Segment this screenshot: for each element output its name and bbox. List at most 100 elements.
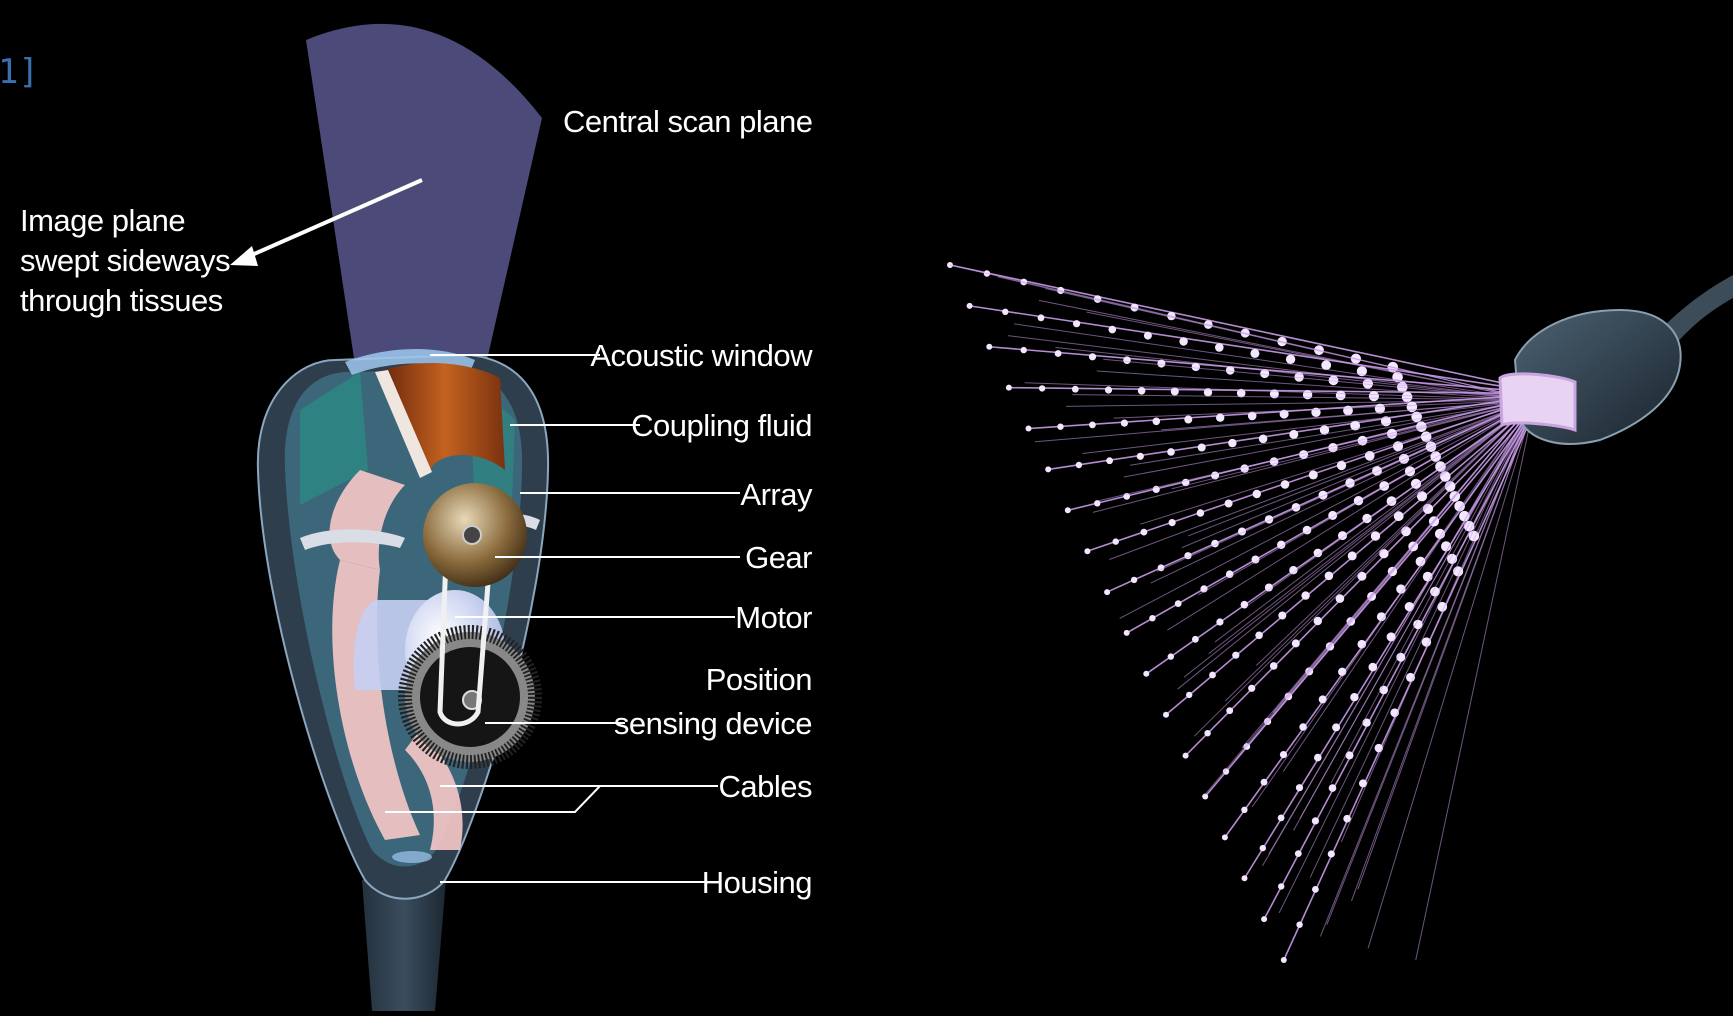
focal-point <box>1138 387 1146 395</box>
label-motor: Motor <box>735 598 812 638</box>
focal-point <box>1039 385 1045 391</box>
focal-point <box>1270 662 1278 670</box>
focal-point <box>1314 617 1322 625</box>
focal-point <box>1144 332 1152 340</box>
focal-point <box>1226 707 1233 714</box>
focal-point <box>1281 480 1290 489</box>
focal-point <box>1065 507 1071 513</box>
focal-point <box>1253 490 1261 498</box>
focal-point <box>1417 491 1427 501</box>
label-gear: Gear <box>745 538 812 578</box>
focal-point <box>1375 744 1383 752</box>
focal-point <box>1149 615 1155 621</box>
label-cables: Cables <box>719 767 813 807</box>
focal-point <box>1312 817 1319 824</box>
focal-point <box>1357 572 1366 581</box>
focal-point <box>1072 386 1079 393</box>
focal-point <box>1131 577 1137 583</box>
focal-point <box>1057 424 1063 430</box>
focal-point <box>1137 453 1144 460</box>
label-housing: Housing <box>702 863 812 903</box>
focal-point <box>1184 416 1192 424</box>
focal-point <box>1343 406 1353 416</box>
focal-point <box>1261 779 1268 786</box>
focal-point <box>1289 430 1298 439</box>
focal-point <box>1143 671 1149 677</box>
label-image-plane-3: through tissues <box>20 281 223 321</box>
focal-point <box>1280 751 1287 758</box>
focal-point <box>1192 636 1199 643</box>
focal-point <box>1209 672 1216 679</box>
focal-point <box>1168 653 1174 659</box>
focal-point <box>1255 632 1263 640</box>
focal-point <box>1183 753 1189 759</box>
focal-point <box>1350 693 1358 701</box>
focal-point <box>1225 500 1233 508</box>
focal-point <box>1163 712 1169 718</box>
focal-point <box>1325 572 1334 581</box>
focal-point <box>1222 834 1228 840</box>
beam-line <box>1279 400 1535 913</box>
matrix-beam-fan <box>947 262 1535 963</box>
focal-point <box>1301 591 1309 599</box>
focal-point <box>1296 922 1302 928</box>
focal-point <box>1109 326 1117 334</box>
focal-point <box>1260 845 1266 851</box>
focal-point <box>1167 448 1175 456</box>
beam-line <box>1045 289 1535 400</box>
focal-point <box>1314 754 1322 762</box>
focal-point <box>1228 439 1236 447</box>
focal-point <box>1343 815 1351 823</box>
focal-point <box>1124 630 1130 636</box>
beam-line <box>1130 400 1535 465</box>
focal-point <box>1259 435 1268 444</box>
focal-point <box>1278 612 1286 620</box>
corner-fragment: 1] <box>0 52 39 92</box>
focal-point <box>1089 353 1096 360</box>
focal-point <box>1073 320 1080 327</box>
focal-point <box>1216 618 1223 625</box>
focal-point <box>1104 589 1110 595</box>
label-acoustic-window: Acoustic window <box>590 336 812 376</box>
beam-line <box>1262 400 1535 866</box>
label-central-scan-plane: Central scan plane <box>563 102 813 142</box>
focal-point <box>1094 500 1100 506</box>
focal-point <box>1309 470 1318 479</box>
focal-point <box>1338 668 1346 676</box>
focal-point <box>1106 457 1113 464</box>
focal-point <box>1250 349 1259 358</box>
focal-point <box>1281 957 1287 963</box>
focal-point <box>1123 356 1131 364</box>
focal-point <box>1045 466 1051 472</box>
matrix-array-probe-icon <box>1500 275 1733 444</box>
focal-point <box>1006 385 1012 391</box>
focal-point <box>1261 916 1267 922</box>
focal-point <box>1105 386 1112 393</box>
focal-point <box>1371 531 1380 540</box>
focal-point <box>986 344 992 350</box>
focal-point <box>967 303 973 309</box>
focal-point <box>1153 418 1161 426</box>
focal-point <box>1021 347 1027 353</box>
focal-point <box>1121 420 1128 427</box>
focal-point <box>1192 363 1200 371</box>
beam-line <box>970 306 1535 391</box>
focal-point <box>1329 784 1337 792</box>
central-scan-plane <box>306 24 542 365</box>
label-position-1: Position <box>706 660 812 700</box>
focal-point <box>1242 875 1248 881</box>
focal-point <box>1179 337 1187 345</box>
focal-point <box>1286 355 1295 364</box>
focal-point <box>1215 343 1224 352</box>
focal-point <box>1241 601 1249 609</box>
focal-point <box>1197 509 1205 517</box>
focal-point <box>1204 730 1210 736</box>
focal-point <box>1336 391 1346 401</box>
label-position-2: sensing device <box>614 704 812 744</box>
focal-point <box>1169 519 1176 526</box>
focal-point <box>1278 883 1284 889</box>
focal-point <box>1038 314 1045 321</box>
focal-point <box>1248 685 1255 692</box>
focal-point <box>1328 850 1335 857</box>
